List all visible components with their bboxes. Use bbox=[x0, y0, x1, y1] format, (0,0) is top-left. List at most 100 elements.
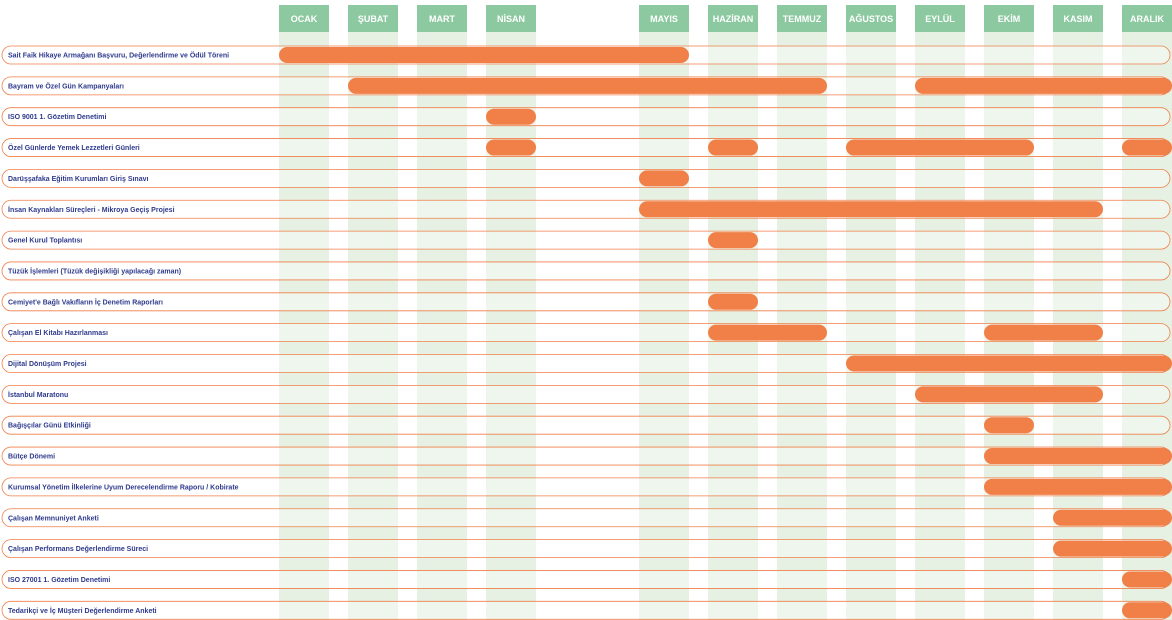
task-row-outline bbox=[1, 415, 1171, 435]
task-label: Çalışan Performans Değerlendirme Süreci bbox=[8, 546, 148, 553]
task-bar bbox=[486, 139, 536, 156]
month-header-cell bbox=[348, 5, 398, 32]
task-row: Bütçe Dönemi bbox=[1, 446, 1172, 466]
task-label: Genel Kurul Toplantısı bbox=[8, 238, 82, 245]
task-row: Tüzük İşlemleri (Tüzük değişikliği yapıl… bbox=[1, 261, 1171, 281]
task-bar bbox=[708, 324, 827, 341]
month-label: ARALIK bbox=[1130, 14, 1164, 24]
task-row: Özel Günlerde Yemek Lezzetleri Günleri bbox=[1, 138, 1172, 157]
task-row: Çalışan Memnuniyet Anketi bbox=[1, 508, 1172, 528]
task-bar bbox=[348, 77, 827, 94]
month-column-band bbox=[915, 32, 965, 620]
task-label: Çalışan El Kitabı Hazırlanması bbox=[8, 330, 108, 337]
month-header-cell bbox=[486, 5, 536, 32]
task-row: ISO 9001 1. Gözetim Denetimi bbox=[1, 107, 1171, 127]
task-row-outline bbox=[1, 323, 1171, 343]
task-row-outline bbox=[1, 508, 1171, 528]
task-row: ISO 27001 1. Gözetim Denetimi bbox=[1, 570, 1172, 589]
task-bar bbox=[639, 170, 689, 187]
month-column-band bbox=[417, 32, 467, 620]
month-header-cell bbox=[279, 5, 329, 32]
month-column-band bbox=[486, 32, 536, 620]
task-row-outline bbox=[1, 168, 1171, 188]
month-label: HAZİRAN bbox=[713, 14, 754, 24]
month-column-band bbox=[348, 32, 398, 620]
task-label: ISO 9001 1. Gözetim Denetimi bbox=[8, 114, 106, 121]
month-label: ŞUBAT bbox=[358, 14, 389, 24]
task-row: Bayram ve Özel Gün Kampanyaları bbox=[1, 76, 1172, 96]
task-bar bbox=[1122, 571, 1172, 588]
task-label: Sait Faik Hikaye Armağanı Başvuru, Değer… bbox=[8, 51, 229, 60]
task-row: Kurumsal Yönetim İlkelerine Uyum Derecel… bbox=[1, 477, 1172, 497]
month-label: TEMMUZ bbox=[783, 14, 822, 24]
task-bar bbox=[984, 478, 1172, 495]
month-label: KASIM bbox=[1064, 14, 1093, 24]
task-row: Bağışçılar Günü Etkinliği bbox=[1, 415, 1171, 435]
month-column-band bbox=[639, 32, 689, 620]
month-label: MAYIS bbox=[650, 14, 678, 24]
task-row-outline bbox=[1, 107, 1171, 127]
task-row-outline bbox=[1, 261, 1171, 281]
month-label: NİSAN bbox=[497, 14, 525, 24]
task-label: ISO 27001 1. Gözetim Denetimi bbox=[8, 577, 110, 584]
task-row: İnsan Kaynakları Süreçleri - Mikroya Geç… bbox=[1, 199, 1171, 219]
month-header-cell bbox=[846, 5, 896, 32]
task-label: Tedarikçi ve İç Müşteri Değerlendirme An… bbox=[8, 607, 157, 615]
month-header-cell bbox=[1053, 5, 1103, 32]
month-header-cell bbox=[915, 5, 965, 32]
task-label: İstanbul Maratonu bbox=[8, 391, 68, 399]
task-bar bbox=[1122, 139, 1172, 156]
task-bar bbox=[915, 386, 1103, 403]
task-row-outline bbox=[1, 600, 1171, 620]
task-bar bbox=[915, 77, 1172, 94]
task-bar bbox=[486, 108, 536, 125]
task-label: Bayram ve Özel Gün Kampanyaları bbox=[8, 81, 124, 90]
task-label: İnsan Kaynakları Süreçleri - Mikroya Geç… bbox=[8, 206, 175, 214]
task-label: Cemiyet'e Bağlı Vakıfların İç Denetim Ra… bbox=[8, 298, 163, 306]
month-label: EYLÜL bbox=[925, 14, 955, 24]
task-bar bbox=[984, 324, 1103, 341]
task-label: Bağışçılar Günü Etkinliği bbox=[8, 423, 91, 430]
task-label: Bütçe Dönemi bbox=[8, 454, 55, 461]
task-bar bbox=[846, 139, 1034, 156]
month-header-cell bbox=[984, 5, 1034, 32]
month-label: AĞUSTOS bbox=[849, 13, 893, 24]
task-row-outline bbox=[1, 570, 1171, 589]
task-label: Kurumsal Yönetim İlkelerine Uyum Derecel… bbox=[8, 483, 239, 491]
task-bar bbox=[639, 201, 1103, 218]
month-label: OCAK bbox=[291, 14, 318, 24]
task-row: Dijital Dönüşüm Projesi bbox=[1, 354, 1172, 373]
task-bar bbox=[984, 448, 1172, 465]
task-bar bbox=[984, 417, 1034, 434]
task-row-outline bbox=[1, 230, 1171, 250]
task-bar bbox=[1053, 509, 1172, 526]
task-bar bbox=[708, 139, 758, 156]
task-bar bbox=[846, 355, 1172, 372]
task-label: Çalışan Memnuniyet Anketi bbox=[8, 515, 99, 522]
task-bar bbox=[1122, 602, 1172, 619]
task-bar bbox=[708, 232, 758, 249]
month-header: OCAK ŞUBAT MART NİSAN MAYIS HAZİRAN TEMMUZ AĞUS… bbox=[279, 5, 1172, 32]
task-label: Darüşşafaka Eğitim Kurumları Giriş Sınav… bbox=[8, 176, 148, 183]
task-row: Çalışan Performans Değerlendirme Süreci bbox=[1, 539, 1172, 558]
month-column-band bbox=[279, 32, 329, 620]
task-bar bbox=[708, 293, 758, 310]
month-header-cell bbox=[777, 5, 827, 32]
task-bar bbox=[279, 47, 689, 63]
month-header-cell bbox=[417, 5, 467, 32]
month-column-band bbox=[846, 32, 896, 620]
task-row: Darüşşafaka Eğitim Kurumları Giriş Sınav… bbox=[1, 168, 1171, 188]
task-row: Sait Faik Hikaye Armağanı Başvuru, Değer… bbox=[1, 45, 1171, 65]
task-row: Çalışan El Kitabı Hazırlanması bbox=[1, 323, 1171, 343]
task-row: Tedarikçi ve İç Müşteri Değerlendirme An… bbox=[1, 600, 1172, 620]
task-bar bbox=[1053, 540, 1172, 557]
task-row: Cemiyet'e Bağlı Vakıfların İç Denetim Ra… bbox=[1, 292, 1171, 312]
task-row-outline bbox=[1, 539, 1171, 558]
task-row: İstanbul Maratonu bbox=[1, 384, 1171, 404]
task-row: Genel Kurul Toplantısı bbox=[1, 230, 1171, 250]
month-label: EKİM bbox=[998, 14, 1021, 24]
task-row-outline bbox=[1, 384, 1171, 404]
task-rows: Sait Faik Hikaye Armağanı Başvuru, Değer… bbox=[1, 45, 1172, 620]
month-header-cell bbox=[639, 5, 689, 32]
month-label: MART bbox=[429, 14, 455, 24]
